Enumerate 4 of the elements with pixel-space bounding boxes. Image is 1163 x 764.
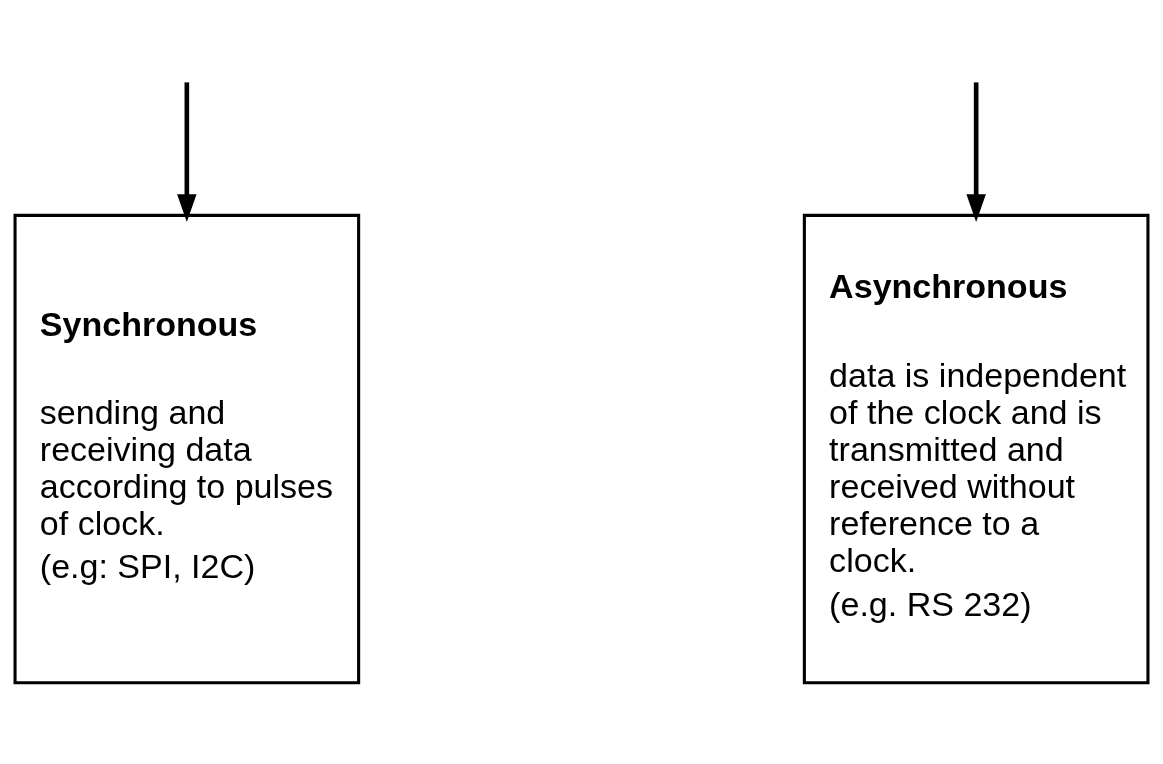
node-box: Synchronous sending and receiving data according to pulses of clock. (e.g: SPI, I2C) [13,213,361,685]
node-box: Asynchronous data is independent of the clock and is transmitted and received without reference to a clock. (e.g. RS 232) [802,213,1150,685]
arrow [177,82,197,223]
arrow [966,82,986,223]
